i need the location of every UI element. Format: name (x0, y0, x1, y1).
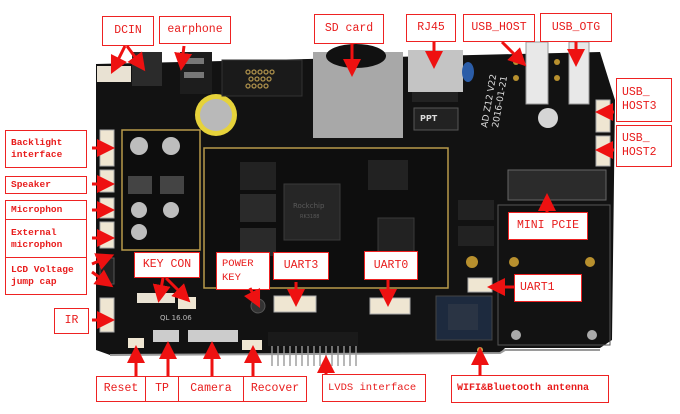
antenna-connector (477, 347, 483, 353)
usb-host-port (525, 41, 549, 105)
label-lvds-interface: LVDS interface (322, 374, 426, 402)
label-sd-card-text: SD card (324, 22, 374, 35)
label-dcin-text: DCIN (114, 24, 142, 37)
label-usb-host3-line2: HOST3 (622, 100, 657, 113)
ql-silkscreen: QL 16.06 (160, 314, 192, 322)
label-usb-host2-line1: USB_ (622, 132, 650, 145)
dcin-jack (132, 52, 162, 86)
label-tp: TP (145, 376, 179, 402)
label-ir: IR (54, 308, 89, 334)
label-recover: Recover (243, 376, 307, 402)
uart1-connector (467, 277, 493, 293)
label-usb-otg-text: USB_OTG (551, 20, 601, 34)
label-usb-host3: USB_HOST3 (616, 78, 672, 122)
backlight-connector (99, 129, 115, 167)
external-microphon-connector (99, 221, 115, 249)
label-usb-host3-line1: USB_ (622, 86, 650, 99)
label-key-con-text: KEY CON (142, 258, 192, 271)
label-speaker: Speaker (5, 176, 87, 194)
label-lcd-line2: jump cap (11, 276, 57, 287)
label-mini-pcie: MINI PCIE (508, 212, 588, 240)
label-wifi-bluetooth-antenna: WIFI&Bluetooth antenna (451, 375, 609, 403)
ir-connector (99, 297, 115, 333)
label-earphone-text: earphone (167, 23, 223, 36)
label-wifi-bt-text: WIFI&Bluetooth antenna (457, 383, 590, 394)
label-microphon-text: Microphon (11, 204, 63, 215)
magnetics-text: PPT (420, 114, 438, 123)
label-uart3-text: UART3 (283, 259, 319, 272)
label-speaker-text: Speaker (11, 179, 51, 190)
microphon-connector (99, 197, 115, 219)
label-microphon: Microphon (5, 200, 87, 220)
label-rj45-text: RJ45 (417, 21, 445, 34)
label-uart1: UART1 (514, 274, 582, 302)
camera-connector (188, 330, 238, 342)
label-key-con: KEY CON (134, 252, 200, 278)
label-reset: Reset (96, 376, 146, 402)
label-tp-text: TP (155, 382, 169, 395)
tp-connector (153, 330, 179, 342)
label-rj45: RJ45 (406, 14, 456, 42)
usb-otg-port (568, 41, 590, 105)
lcd-jump-cap (99, 257, 115, 285)
power-key-button (250, 298, 266, 314)
soc-chip (283, 183, 341, 241)
label-usb-host2-line2: HOST2 (622, 146, 657, 159)
label-power-key: POWER KEY (216, 252, 270, 290)
label-reset-text: Reset (103, 382, 139, 395)
label-usb-otg: USB_OTG (540, 13, 612, 42)
label-external-microphon-line1: External (11, 226, 57, 238)
label-power-key-line1: POWER (222, 258, 254, 270)
usb-host3-connector (595, 99, 611, 133)
label-power-key-line2: KEY (222, 272, 241, 284)
dcin-connector (97, 66, 131, 82)
speaker-connector (99, 169, 115, 193)
soc-brand-text: Rockchip (293, 202, 325, 210)
label-backlight-line1: Backlight (11, 137, 63, 148)
label-earphone: earphone (159, 16, 231, 44)
uart0-connector (369, 297, 411, 315)
label-uart1-text: UART1 (520, 281, 555, 294)
key-con-connector-b (178, 297, 196, 309)
label-camera-text: Camera (190, 382, 232, 395)
usb-host2-connector (595, 135, 611, 167)
label-sd-card: SD card (314, 14, 384, 44)
label-uart0-text: UART0 (373, 258, 409, 272)
uart3-connector (273, 295, 317, 313)
key-con-connector-a (137, 293, 175, 303)
label-external-microphon-line2: microphon (11, 238, 63, 250)
label-recover-text: Recover (250, 382, 300, 395)
label-uart3: UART3 (273, 252, 329, 280)
label-mini-pcie-text: MINI PCIE (516, 219, 580, 232)
label-ir-text: IR (64, 314, 79, 327)
label-backlight-line2: interface (11, 149, 63, 160)
label-uart0: UART0 (364, 251, 418, 280)
label-usb-host: USB_HOST (463, 14, 535, 42)
reset-connector (128, 338, 144, 348)
ppt-magnetics (413, 107, 459, 131)
rj45-port (408, 50, 463, 92)
label-usb-host2: USB_HOST2 (616, 125, 672, 167)
pcb-bottom-shadow (109, 349, 600, 356)
label-camera: Camera (178, 376, 244, 402)
label-lcd-line1: LCD Voltage (11, 264, 74, 275)
label-lvds-text: LVDS interface (328, 382, 417, 394)
mini-pcie-slot (507, 169, 607, 201)
recover-connector (242, 340, 262, 350)
soc-model-text: RK3188 (300, 214, 319, 220)
label-usb-host-text: USB_HOST (471, 21, 527, 34)
label-dcin: DCIN (102, 16, 154, 46)
